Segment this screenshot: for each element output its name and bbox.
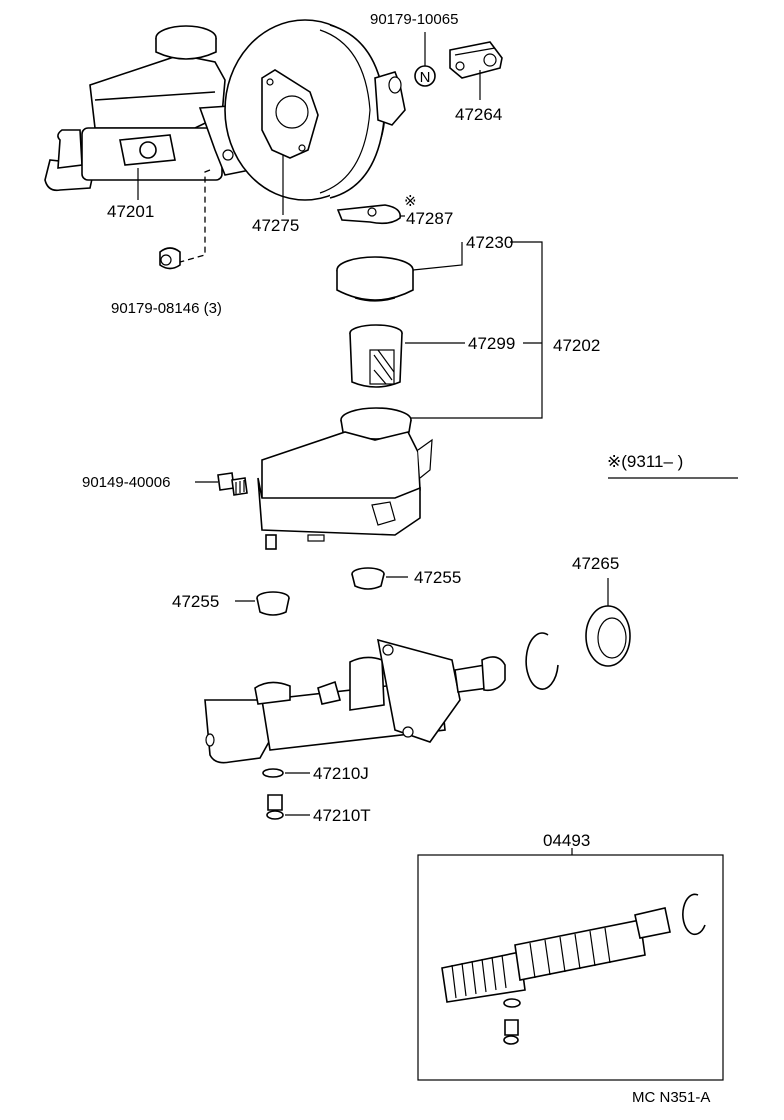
- label-47264: 47264: [455, 105, 502, 124]
- label-47230: 47230: [466, 233, 513, 252]
- filter-47299: [349, 324, 403, 388]
- label-date-note: ※(9311– ): [607, 452, 683, 471]
- label-47201: 47201: [107, 202, 154, 221]
- leader-lines: [137, 155, 738, 483]
- gasket-47210J: [262, 768, 310, 778]
- kit-gasket: [503, 998, 521, 1008]
- label-47275: 47275: [252, 216, 299, 235]
- seal-47265: [585, 578, 631, 667]
- nut-n-mark: N: [420, 69, 431, 86]
- label-90179-10065: 90179-10065: [370, 11, 458, 28]
- repair-kit-04493: [417, 848, 724, 1081]
- label-47210J: 47210J: [313, 764, 369, 783]
- grommet-47255-lower: [235, 591, 290, 616]
- brake-booster-47275: [224, 19, 406, 201]
- label-47202: 47202: [553, 336, 600, 355]
- kit-snap-ring: [682, 893, 706, 936]
- snap-ring: [525, 632, 559, 690]
- kit-screw: [503, 1019, 519, 1045]
- label-47299: 47299: [468, 334, 515, 353]
- nut-90179-08146: [159, 169, 211, 270]
- label-47210T: 47210T: [313, 806, 371, 825]
- label-47287-mark: ※: [404, 193, 417, 210]
- washer-47287: [336, 204, 402, 225]
- label-47255-upper: 47255: [414, 568, 461, 587]
- master-cylinder-body: [204, 638, 506, 764]
- master-cylinder-assembly-47201: [44, 25, 256, 192]
- figure-code: MC N351-A: [632, 1089, 710, 1106]
- grommet-47255-upper: [351, 567, 408, 590]
- reservoir-47202: [257, 407, 433, 550]
- label-90149-40006: 90149-40006: [82, 474, 170, 491]
- label-04493: 04493: [543, 831, 590, 850]
- label-47287: 47287: [406, 209, 453, 228]
- label-47265: 47265: [572, 554, 619, 573]
- label-90179-08146: 90179-08146 (3): [111, 300, 222, 317]
- screw-47210T: [266, 794, 310, 820]
- clevis-47264: [449, 41, 503, 100]
- screw-90149-40006: [217, 472, 248, 496]
- reservoir-cap-47230: [336, 256, 414, 302]
- piston-assembly: [441, 907, 671, 1003]
- label-47255-lower: 47255: [172, 592, 219, 611]
- nut-90179-10065: N: [414, 32, 436, 87]
